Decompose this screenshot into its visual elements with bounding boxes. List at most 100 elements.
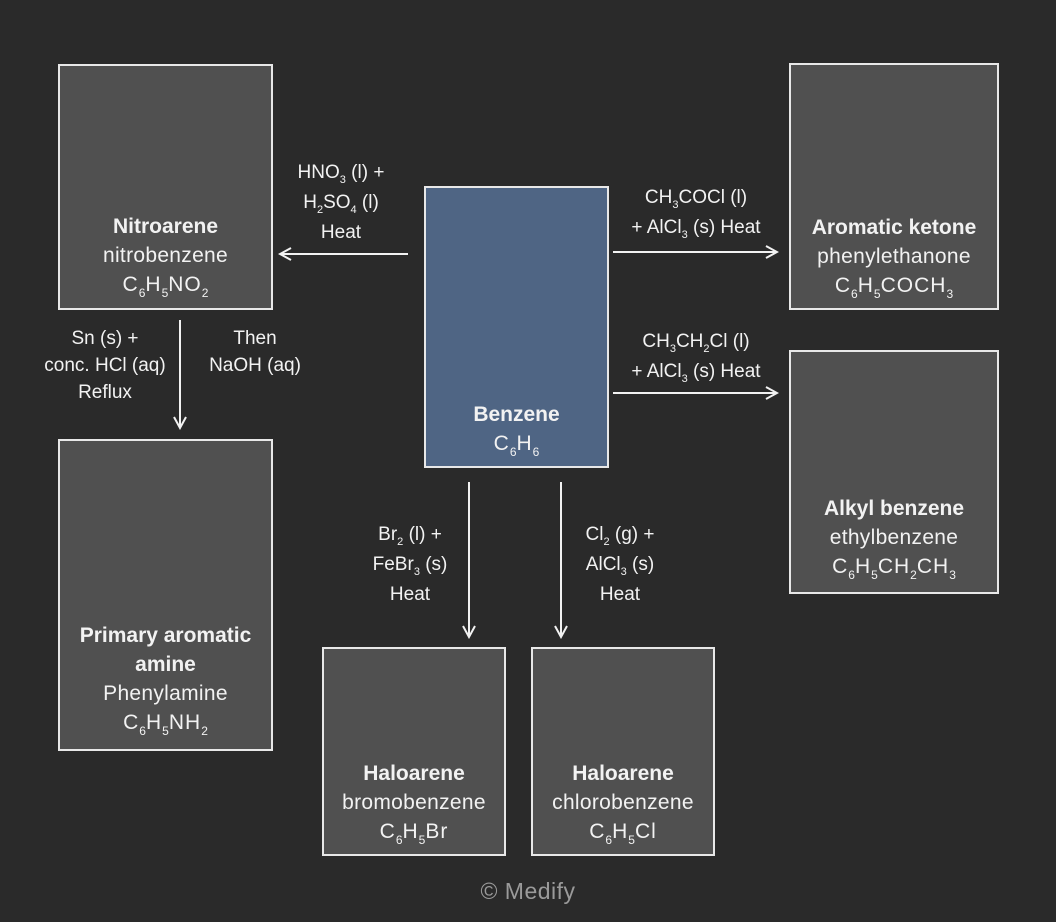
benzene-box: Benzene C6H6 [424,186,609,468]
subscript: 5 [161,286,169,300]
subscript: 6 [851,287,858,301]
acylation-reagent-2: + AlCl3 (s) Heat [606,214,786,244]
nitroarene-common-name: nitrobenzene [102,244,229,267]
formula-part: NH [168,711,202,734]
bromination-reagent-1: Br2 (l) + [346,521,474,551]
subscript: 6 [138,286,146,300]
chloro-common-name: chlorobenzene [552,791,694,814]
formula-part: HNO [297,162,340,183]
subscript: 3 [669,343,676,355]
formula-part: Cl [585,524,604,545]
ketone-formula: C6H5COCH3 [791,271,997,303]
subscript: 6 [605,833,613,847]
alkyl-formula: C6H5CH2CH3 [791,552,997,584]
alkylbenzene-box: Alkyl benzene ethylbenzene C6H5CH2CH3 [789,350,999,594]
alkyl-name: Alkyl benzene [823,497,965,520]
subscript: 3 [672,199,679,211]
nitroarene-box: Nitroarene nitrobenzene C6H5NO2 [58,64,273,310]
subscript: 2 [201,286,209,300]
neutralise-then: Then [233,328,277,349]
benzene-formula: C6H6 [426,429,607,461]
amine-common-name: Phenylamine [103,682,228,705]
formula-part: H [145,711,163,734]
nitration-reagent-2: H2SO4 (l) [270,189,412,219]
subscript: 5 [418,833,426,847]
alkylation-reagent-2: + AlCl3 (s) Heat [606,358,786,388]
formula-part: (s) Heat [687,361,761,382]
amine-box: Primary aromatic amine Phenylamine C6H5N… [58,439,273,751]
acylation-conditions: CH3COCl (l) + AlCl3 (s) Heat [606,184,786,244]
bromination-conditions: Br2 (l) + FeBr3 (s) Heat [346,521,474,608]
formula-part: AlCl [585,554,621,575]
nitration-conditions: HNO3 (l) + H2SO4 (l) Heat [270,159,412,246]
formula-part: C [122,273,139,296]
subscript: 2 [316,204,324,216]
formula-part: SO [323,192,351,213]
formula-part: CH [644,187,673,208]
subscript: 6 [139,724,146,738]
formula-part: C [589,820,606,843]
formula-part: H [402,820,419,843]
subscript: 6 [532,445,540,459]
reduction-reflux: Reflux [78,382,132,403]
subscript: 3 [681,229,688,241]
bromo-name: Haloarene [363,762,465,785]
formula-part: NO [168,273,202,296]
formula-part: (s) Heat [687,217,761,238]
subscript: 2 [703,343,710,355]
subscript: 3 [339,174,346,186]
subscript: 4 [350,204,357,216]
formula-part: H [516,432,533,455]
formula-part: C [493,432,510,455]
formula-part: CH [675,331,704,352]
subscript: 2 [603,536,610,548]
formula-part: (g) + [609,524,655,545]
subscript: 5 [628,833,635,847]
subscript: 6 [848,568,855,582]
copyright-text: © Medify [480,878,576,904]
subscript: 5 [162,724,169,738]
benzene-name: Benzene [473,403,560,426]
ketone-common-name: phenylethanone [817,245,971,268]
subscript: 3 [413,566,420,578]
reduction-conditions: Sn (s) + conc. HCl (aq) Reflux [20,325,190,406]
neutralise-conditions: Then NaOH (aq) [195,325,315,379]
formula-part: Br [378,524,398,545]
subscript: 2 [397,536,404,548]
formula-part: H [612,820,629,843]
chlorination-reagent-1: Cl2 (g) + [556,521,684,551]
alkyl-common-name: ethylbenzene [829,526,959,549]
formula-part: (l) [356,192,379,213]
bromination-reagent-2: FeBr3 (s) [346,551,474,581]
ketone-box: Aromatic ketone phenylethanone C6H5COCH3 [789,63,999,310]
bromobenzene-box: Haloarene bromobenzene C6H5Br [322,647,506,856]
formula-part: Cl (l) [709,331,750,352]
formula-part: (s) [419,554,448,575]
nitration-reagent-1: HNO3 (l) + [270,159,412,189]
subscript: 2 [910,568,917,582]
formula-part: C [832,555,849,578]
formula-part: Br [425,820,449,843]
chlorination-reagent-2: AlCl3 (s) [556,551,684,581]
subscript: 3 [946,287,954,301]
reduction-reagent-2: conc. HCl (aq) [44,355,166,376]
alkylation-conditions: CH3CH2Cl (l) + AlCl3 (s) Heat [606,328,786,388]
formula-part: COCl (l) [678,187,748,208]
bromo-formula: C6H5Br [324,817,504,849]
subscript: 5 [873,287,881,301]
amine-formula: C6H5NH2 [60,708,271,740]
chlorination-heat: Heat [599,584,641,605]
formula-part: H [303,192,317,213]
formula-part: COCH [880,274,947,297]
ketone-name: Aromatic ketone [811,216,977,239]
formula-part: C [123,711,140,734]
subscript: 3 [681,373,688,385]
formula-part: H [145,273,162,296]
reduction-reagent-1: Sn (s) + [71,328,139,349]
formula-part: CH [877,555,911,578]
bromination-heat: Heat [389,584,431,605]
chloro-formula: C6H5Cl [533,817,713,849]
formula-part: + AlCl [631,217,682,238]
acylation-reagent-1: CH3COCl (l) [606,184,786,214]
formula-part: C [834,274,852,297]
